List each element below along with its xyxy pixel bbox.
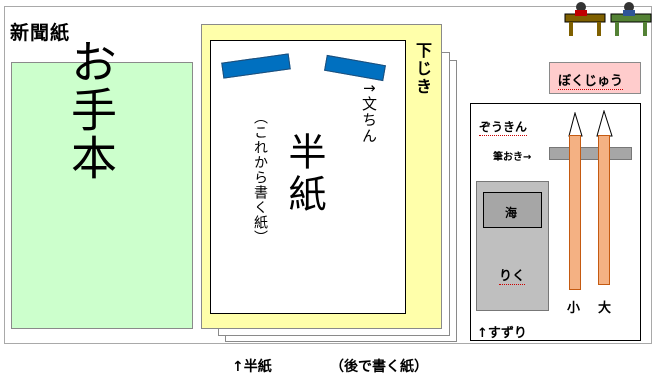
shitajiki-label: 下じき	[413, 42, 432, 96]
newspaper-label: 新聞紙	[10, 22, 71, 44]
bokujuu-ink-bottle	[549, 62, 641, 94]
umi-ink-well	[483, 192, 542, 228]
fudeoki-label: 筆おき→	[493, 152, 532, 163]
hanshi-label: 半紙	[282, 132, 326, 216]
hanshi-writing-paper	[210, 40, 406, 314]
otehon-label: お手本	[64, 38, 118, 182]
footer-hanshi-label: ↑半紙	[232, 359, 272, 375]
zoukin-label: ぞうきん	[479, 120, 528, 136]
large-brush-label: 大	[598, 301, 612, 316]
classroom-desks-illustration-icon	[564, 2, 652, 36]
bunchin-label: ↑文ちん	[360, 82, 378, 144]
small-brush	[569, 135, 581, 290]
riku-label: りく	[499, 265, 526, 285]
umi-label: 海	[505, 206, 518, 220]
large-brush	[598, 135, 610, 285]
hanshi-note: （これから書く紙）	[252, 110, 268, 245]
fudeoki-brush-rest	[549, 147, 632, 160]
suzuri-label: ↑すずり	[477, 326, 527, 341]
footer-note-label: （後で書く紙）	[330, 359, 428, 375]
bokujuu-label: ぼくじゅう	[558, 70, 624, 90]
otehon-model-sheet	[11, 62, 193, 329]
small-brush-label: 小	[567, 301, 581, 316]
